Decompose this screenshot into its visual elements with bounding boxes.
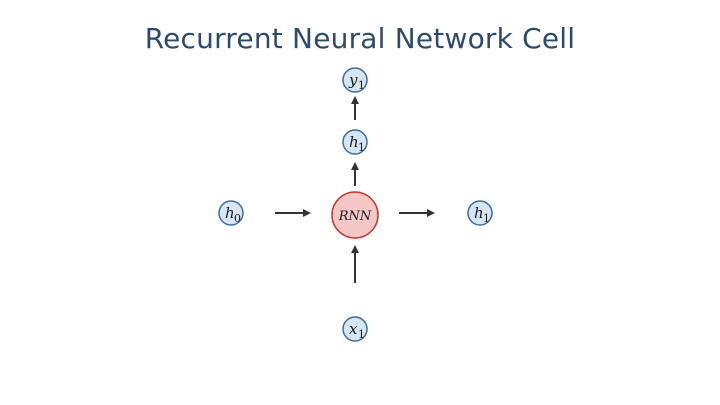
- node-y1: y 1: [342, 67, 368, 93]
- node-h1-right-sub: 1: [483, 212, 490, 225]
- node-h0: h 0: [218, 200, 244, 226]
- node-h1-right: h 1: [467, 200, 493, 226]
- node-x1: x 1: [342, 316, 368, 342]
- node-y1-base: y: [348, 71, 358, 89]
- node-h0-base: h: [225, 204, 235, 222]
- node-h1-right-base: h: [474, 204, 484, 222]
- rnn-cell-label: RNN: [338, 209, 372, 224]
- node-y1-sub: 1: [358, 79, 365, 92]
- slide-title: Recurrent Neural Network Cell: [144, 22, 576, 55]
- rnn-cell: RNN: [331, 191, 379, 239]
- node-h1-top-sub: 1: [358, 141, 365, 154]
- node-h0-sub: 0: [234, 212, 241, 225]
- node-x1-base: x: [349, 320, 358, 338]
- node-h1-top-base: h: [349, 133, 359, 151]
- node-x1-sub: 1: [358, 328, 365, 341]
- node-h1-top: h 1: [342, 129, 368, 155]
